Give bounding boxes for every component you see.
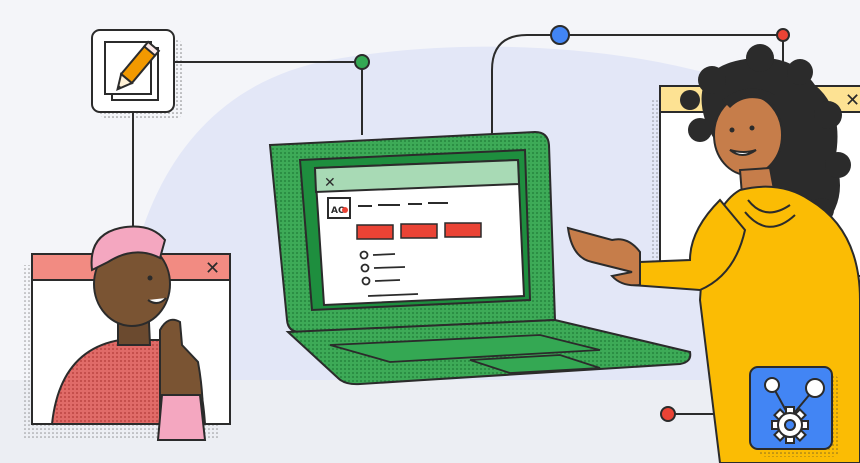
node-red-bottom (660, 406, 676, 422)
screen-red-button-2[interactable] (400, 223, 438, 239)
left-window-close-icon[interactable]: ✕ (205, 258, 220, 279)
gear-tile[interactable] (749, 366, 840, 457)
radio-option-2[interactable] (360, 263, 370, 273)
laptop: ✕ AO (268, 130, 692, 386)
screen-title-placeholder (358, 202, 448, 207)
laptop-trackpad (469, 354, 601, 374)
radio-option-1[interactable] (359, 250, 369, 260)
screen-logo (327, 197, 351, 219)
screen-close-icon[interactable]: ✕ (324, 175, 336, 191)
radio-option-3[interactable] (361, 276, 371, 286)
pink-hair (90, 225, 167, 272)
screen-red-button-3[interactable] (444, 222, 482, 238)
pointing-hand (566, 226, 641, 287)
gear-icon (771, 406, 809, 444)
pencil-tile (91, 29, 182, 120)
node-green (354, 54, 370, 70)
node-red-top (776, 28, 790, 42)
share-nodes-icon (764, 377, 825, 419)
screen-red-button-1[interactable] (356, 224, 394, 240)
screen-logo-text: AO (331, 206, 346, 216)
node-blue (550, 25, 570, 45)
pencil-icon (116, 40, 161, 91)
screen-radio-list (359, 250, 419, 297)
laptop-keyboard (329, 334, 601, 363)
person-thinking (50, 225, 207, 441)
right-window-close-icon[interactable]: ✕ (845, 90, 860, 111)
